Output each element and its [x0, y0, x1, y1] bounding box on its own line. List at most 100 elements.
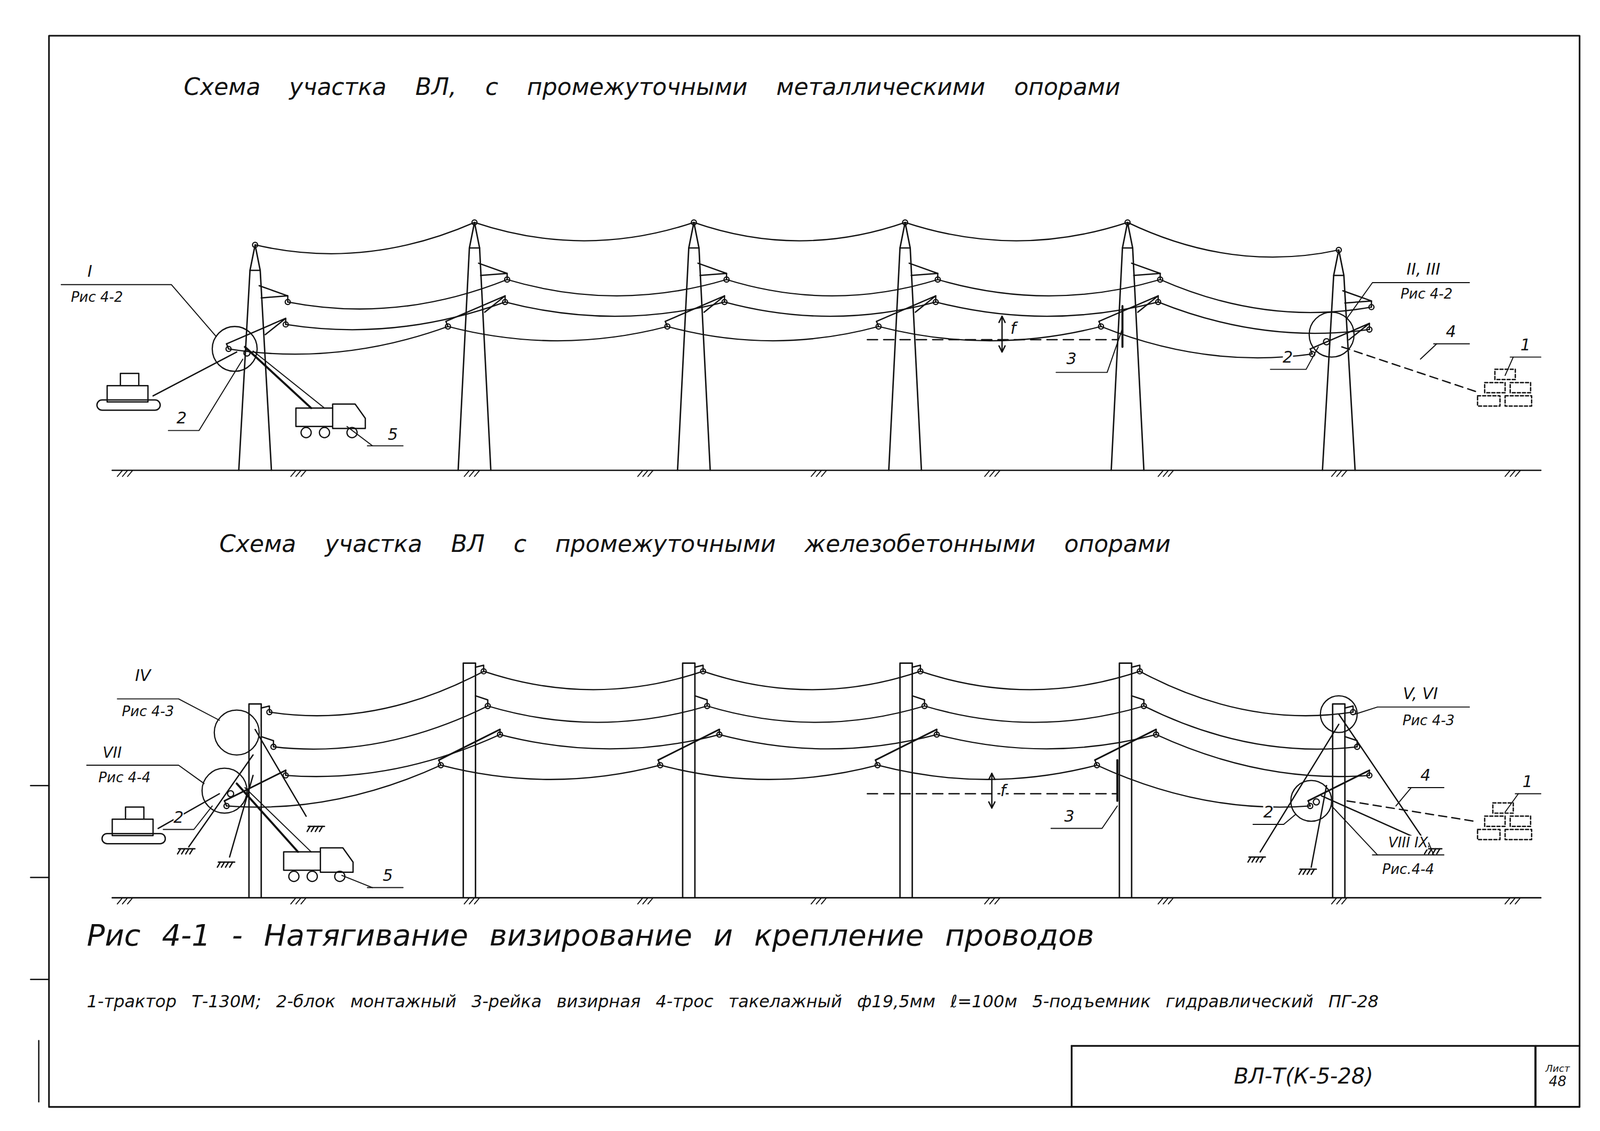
ground-wire-support — [1345, 706, 1354, 712]
guy-wire — [1338, 714, 1429, 847]
ground-hatch — [811, 898, 817, 904]
ground-wire-support — [694, 665, 703, 671]
ground-wire-support — [912, 665, 920, 671]
figure-reference: Рис 4-3 — [1402, 713, 1455, 728]
sight-rail — [1116, 760, 1119, 802]
callout-numeral: VII — [102, 745, 123, 761]
ground-anchor — [1299, 869, 1303, 875]
truck-wheel — [319, 427, 330, 438]
sag-symbol: f — [1000, 782, 1006, 799]
margin-tick — [30, 978, 49, 980]
conductor-wire — [269, 671, 484, 716]
lift-boom — [244, 787, 311, 853]
callout-number: 3 — [1064, 808, 1075, 825]
tractor — [107, 373, 149, 403]
margin-tick — [37, 1041, 39, 1103]
sag-symbol: f — [1010, 320, 1017, 337]
callout-number: 5 — [382, 867, 393, 884]
ground-anchor — [319, 826, 323, 832]
detail-circle — [202, 768, 247, 814]
tower-crossarm — [259, 285, 288, 299]
ground-hatch — [821, 898, 827, 904]
tractor-track — [97, 400, 161, 411]
callout-number: 2 — [173, 809, 184, 826]
ground-hatch — [642, 470, 648, 477]
metal-tower — [1122, 247, 1133, 249]
lift-boom — [236, 783, 299, 852]
ground-hatch — [1158, 470, 1164, 477]
metal-tower — [469, 247, 480, 249]
sight-line — [867, 339, 1118, 341]
callout-numeral: I — [87, 263, 93, 280]
metal-tower — [250, 269, 261, 271]
conductor-wire — [500, 734, 720, 750]
leader-line — [1505, 357, 1514, 376]
ground-anchor — [315, 826, 319, 832]
rigging-rope — [1347, 801, 1475, 822]
sag-dimension — [990, 773, 992, 808]
conductor-wire — [254, 222, 475, 254]
ground-hatch — [642, 898, 648, 904]
guy-wire — [1260, 724, 1339, 852]
ground-hatch — [648, 470, 654, 477]
ground-hatch — [1510, 898, 1516, 904]
callout-numeral: IV — [134, 667, 151, 684]
tractor — [112, 806, 154, 836]
ground-anchor — [1302, 869, 1307, 875]
tractor-track — [101, 833, 166, 844]
leader-line — [1395, 787, 1412, 806]
ground-hatch — [989, 470, 996, 477]
dimension-arrow — [988, 773, 995, 780]
ground-hatch — [117, 470, 123, 477]
concrete-pole — [1119, 663, 1132, 899]
tower-crossarm — [1342, 290, 1372, 303]
callout-numeral: VIII IX — [1388, 835, 1429, 850]
hydraulic-lift-truck — [296, 404, 366, 429]
section-heading: Схема участка ВЛ с промежуточными железо… — [219, 532, 1171, 556]
concrete-pole — [463, 663, 476, 899]
conductor-wire — [507, 279, 727, 296]
callout-number: 5 — [387, 426, 398, 443]
mounting-block — [227, 790, 234, 797]
tower-crossarm — [909, 263, 939, 276]
ground-hatch — [122, 470, 128, 477]
leader-line — [1331, 805, 1378, 855]
conductor-wire — [935, 301, 1158, 317]
guy-wire — [254, 729, 307, 817]
figure-reference: Рис 4-4 — [98, 770, 151, 785]
conductor-wire — [877, 765, 1097, 780]
ground-anchor — [181, 849, 186, 855]
leader-line — [1270, 347, 1319, 370]
leader-line — [1428, 842, 1435, 855]
ground-hatch — [469, 898, 475, 904]
ground-hatch — [1336, 470, 1342, 477]
ground-anchor — [1248, 857, 1252, 863]
ground-hatch — [1163, 898, 1169, 904]
callout-number: 2 — [1263, 804, 1274, 821]
ground-hatch — [474, 898, 480, 904]
ground-hatch — [122, 898, 128, 904]
conductor-reels — [1477, 369, 1532, 407]
metal-tower — [888, 222, 922, 471]
ground-hatch — [821, 470, 827, 477]
leader-line — [1252, 814, 1296, 825]
leader-line — [1420, 344, 1437, 360]
ground-anchor — [221, 862, 225, 868]
ground-hatch — [300, 470, 307, 477]
detail-circle — [212, 326, 258, 372]
ground-hatch — [300, 898, 307, 904]
ground-hatch — [464, 898, 470, 904]
ground-hatch — [127, 470, 133, 477]
ground-hatch — [1505, 898, 1511, 904]
callout-number: 2 — [176, 410, 187, 427]
conductor-wire — [667, 326, 879, 341]
metal-tower — [458, 222, 491, 471]
truck-wheel — [288, 871, 299, 882]
ground-hatch — [1515, 470, 1521, 477]
leader-line — [1505, 794, 1519, 813]
conductor-wire — [937, 279, 1160, 296]
conductor-wire — [719, 734, 938, 750]
lift-boom — [252, 350, 325, 408]
tower-crossarm — [1131, 263, 1161, 276]
